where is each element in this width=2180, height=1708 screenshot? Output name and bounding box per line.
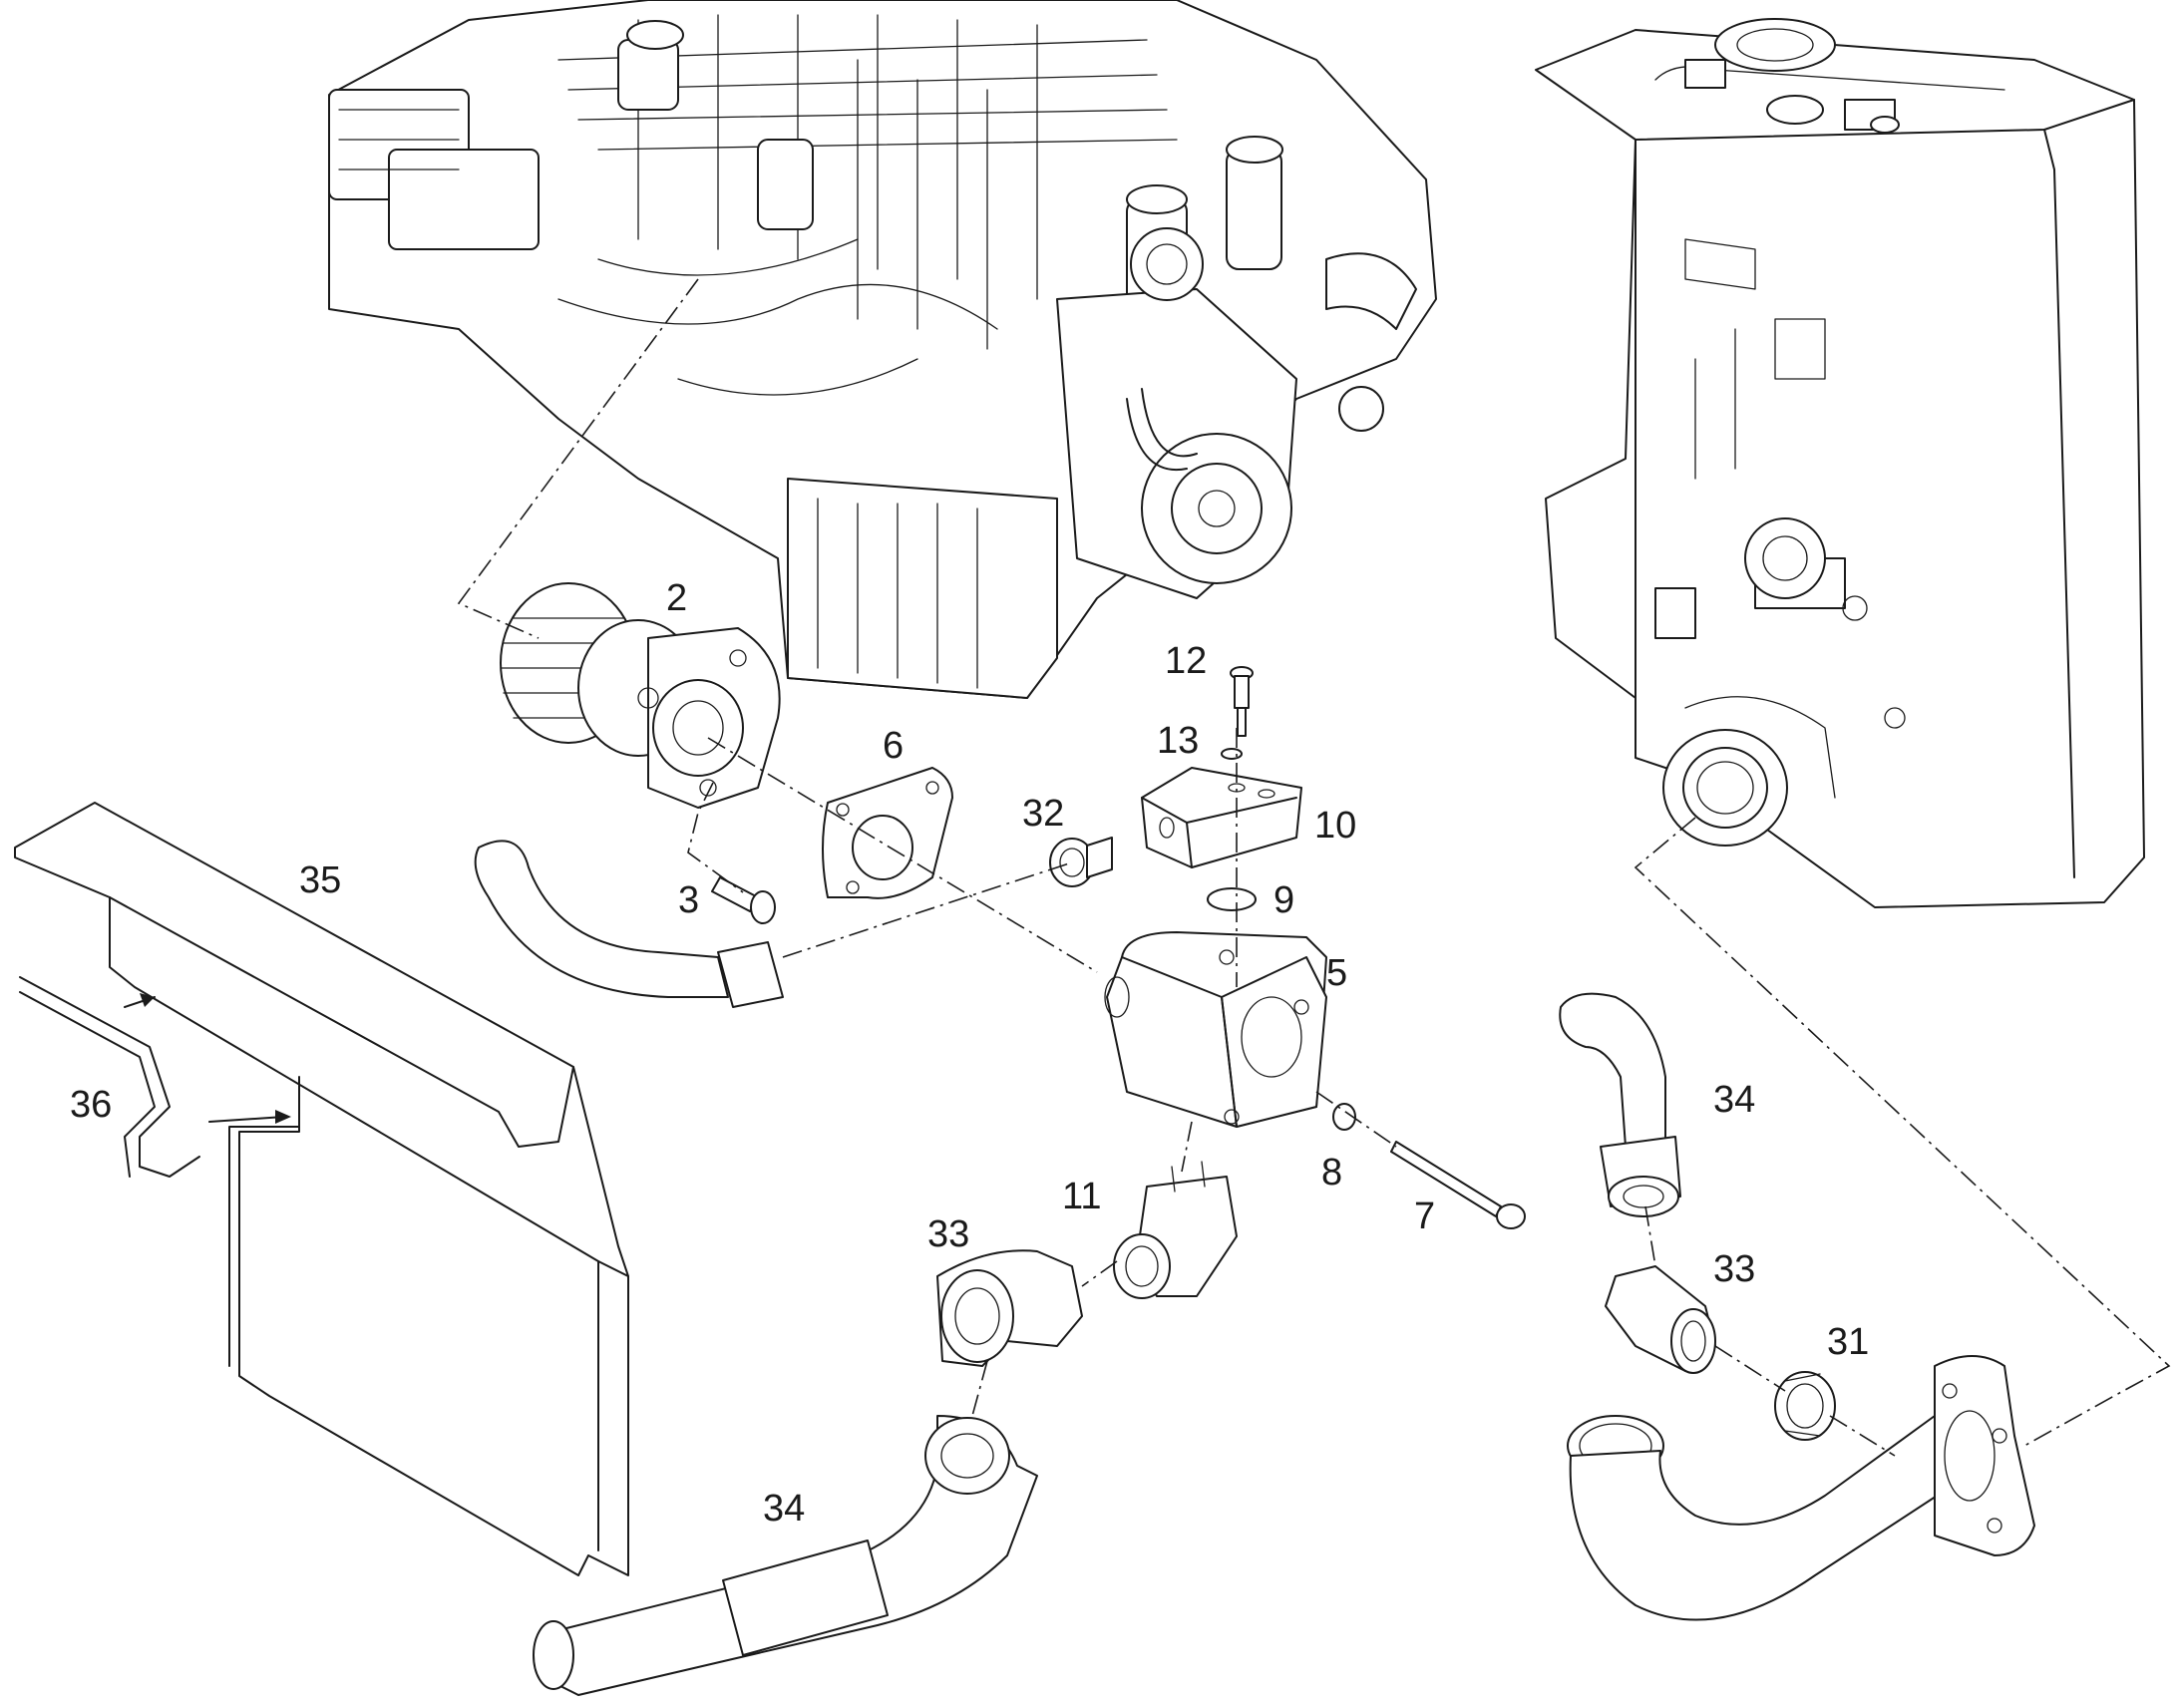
callout-33-left: 33 (927, 1213, 969, 1255)
washer-13 (1221, 748, 1243, 760)
callout-8: 8 (1321, 1152, 1342, 1194)
hydraulic-pump (1104, 931, 1327, 1128)
gasket (822, 767, 953, 899)
long-bolt-7 (1390, 1141, 1526, 1229)
callout-33-right: 33 (1713, 1248, 1755, 1290)
callout-34-right: 34 (1713, 1079, 1755, 1121)
callout-10: 10 (1314, 805, 1356, 847)
callout-35: 35 (299, 859, 341, 901)
callout-31: 31 (1827, 1321, 1869, 1363)
cap-screw (711, 876, 776, 924)
callout-7: 7 (1414, 1196, 1435, 1237)
elbow-fitting-33-left (936, 1249, 1083, 1367)
hydraulic-tank-frame (1535, 18, 2145, 908)
suction-hose (474, 840, 784, 1008)
hose-34-right (1559, 992, 1681, 1217)
assembly-lines (457, 278, 2171, 1457)
o-ring-9 (1207, 887, 1257, 911)
fitting-32 (1049, 837, 1113, 887)
hose-34-bottom (533, 1415, 1038, 1696)
clamp-bar (19, 976, 200, 1178)
cover-plate (14, 802, 629, 1576)
callout-36: 36 (70, 1084, 112, 1126)
suction-pipe-elbow (1567, 1355, 2035, 1621)
elbow-fitting-33-right (1605, 1265, 1716, 1374)
fitting-31 (1774, 1371, 1836, 1441)
bolt-12 (1230, 666, 1254, 737)
callout-34-bottom: 34 (763, 1488, 805, 1530)
engine-assembly (328, 0, 1437, 699)
callout-12: 12 (1165, 640, 1207, 682)
adapter-block (1141, 767, 1302, 868)
callout-5: 5 (1326, 952, 1347, 994)
flange-elbow (1113, 1161, 1238, 1299)
pump-drive-gear (500, 582, 781, 809)
washer-8 (1332, 1103, 1356, 1131)
callout-2: 2 (666, 577, 687, 619)
arrow-marks (124, 993, 291, 1124)
callout-13: 13 (1157, 720, 1199, 762)
callout-9: 9 (1273, 879, 1294, 921)
callout-11: 11 (1062, 1176, 1101, 1217)
callout-32: 32 (1022, 793, 1064, 835)
callout-6: 6 (883, 725, 904, 767)
callout-3: 3 (678, 879, 699, 921)
